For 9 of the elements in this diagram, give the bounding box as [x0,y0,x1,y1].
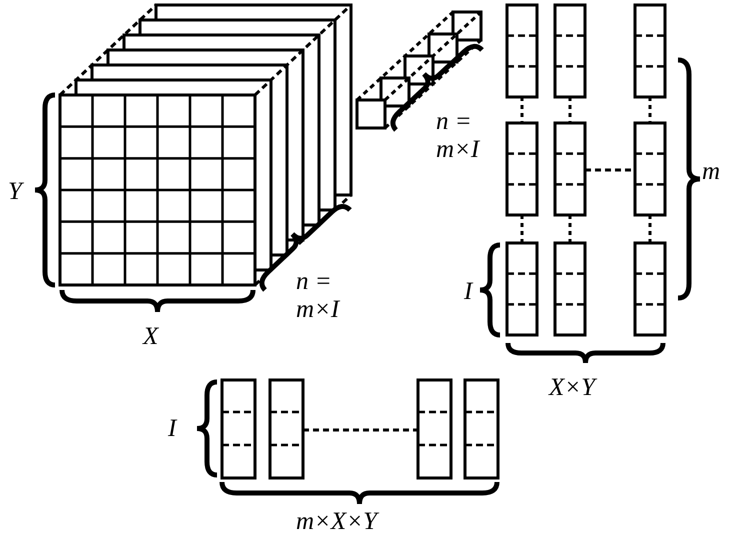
dimension-label: Y [8,178,25,206]
dimension-label: m×X×Y [296,508,436,536]
dimension-label: X [143,323,160,351]
dimension-label: X×Y [549,374,598,402]
dimension-label: I [464,278,474,306]
dimension-label: n = m×I [436,108,482,164]
dimension-label: I [168,415,178,443]
dimension-label: m [702,158,722,186]
dimension-label: n = m×I [296,268,342,324]
